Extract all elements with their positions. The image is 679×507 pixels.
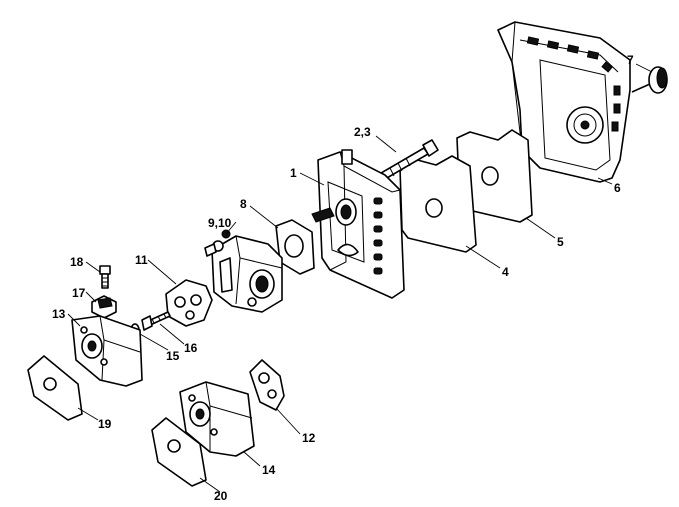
part-9-10-carburetor[interactable] bbox=[204, 229, 283, 313]
label-part-5: 5 bbox=[557, 235, 564, 249]
part-20-gasket[interactable] bbox=[151, 417, 207, 487]
label-part-9-10: 9,10 bbox=[208, 216, 232, 230]
part-5-filter-gasket[interactable] bbox=[456, 129, 533, 223]
label-part-11: 11 bbox=[135, 253, 148, 267]
part-6-filter-cover[interactable] bbox=[497, 21, 631, 183]
label-part-18: 18 bbox=[70, 255, 84, 269]
label-part-4: 4 bbox=[502, 265, 509, 279]
label-part-12: 12 bbox=[302, 431, 316, 445]
part-12-gasket[interactable] bbox=[249, 359, 285, 411]
part-11-gasket[interactable] bbox=[165, 279, 213, 327]
part-17-clamp[interactable] bbox=[91, 295, 117, 319]
label-part-14: 14 bbox=[262, 463, 276, 477]
part-16-screw[interactable] bbox=[141, 311, 171, 331]
label-part-15: 15 bbox=[166, 349, 180, 363]
part-1-filter-base[interactable] bbox=[311, 149, 405, 299]
label-part-13: 13 bbox=[52, 307, 66, 321]
part-4-air-filter[interactable] bbox=[399, 155, 477, 253]
label-part-1: 1 bbox=[290, 166, 297, 180]
label-part-6: 6 bbox=[614, 181, 621, 195]
part-13-intake-manifold[interactable] bbox=[71, 315, 143, 387]
part-14-intake-manifold[interactable] bbox=[179, 381, 255, 457]
leader-lines bbox=[67, 63, 653, 493]
part-18-screw[interactable] bbox=[99, 265, 111, 289]
part-19-gasket[interactable] bbox=[27, 355, 83, 421]
label-part-8: 8 bbox=[240, 197, 247, 211]
part-8-gasket[interactable] bbox=[275, 219, 315, 275]
label-part-7: 7 bbox=[627, 53, 634, 67]
label-part-20: 20 bbox=[214, 489, 228, 503]
label-part-16: 16 bbox=[184, 341, 198, 355]
label-part-19: 19 bbox=[98, 417, 112, 431]
part-labels: 1 2,3 4 5 6 7 8 9,10 11 12 13 14 15 16 1… bbox=[52, 53, 634, 503]
part-7-knob[interactable] bbox=[631, 66, 668, 94]
label-part-2-3: 2,3 bbox=[354, 125, 371, 139]
label-part-17: 17 bbox=[72, 286, 86, 300]
